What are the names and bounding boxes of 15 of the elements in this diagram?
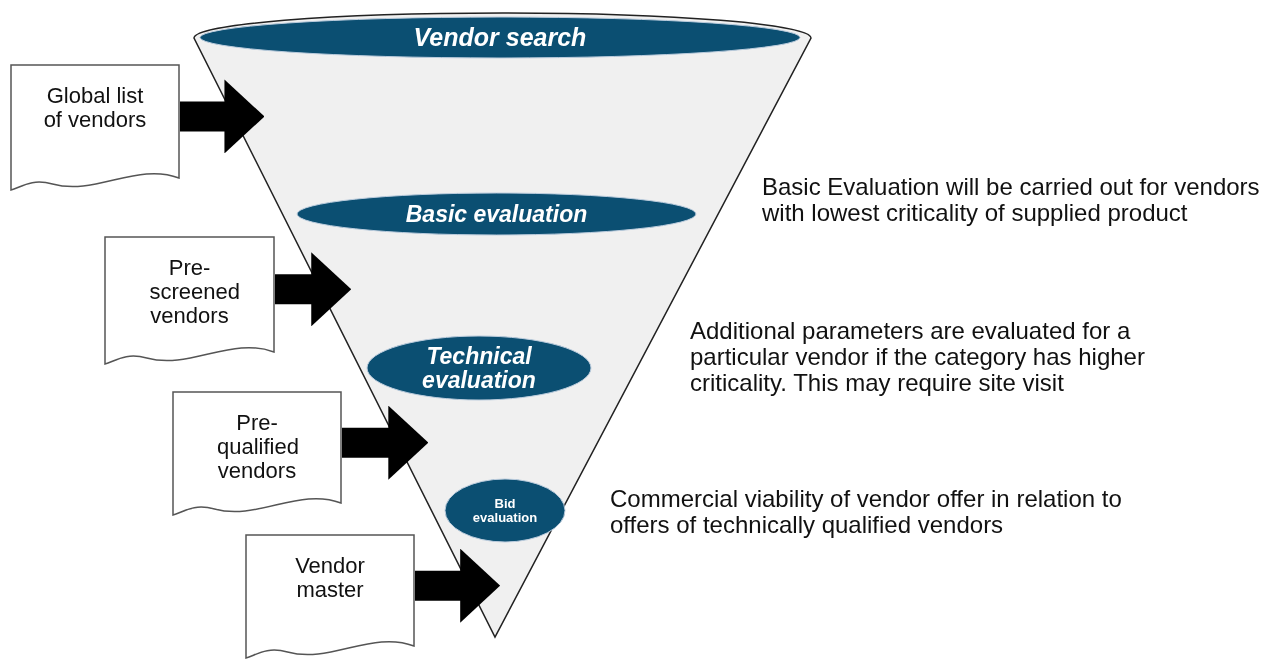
- document-shape: Pre-screened vendors: [104, 236, 275, 366]
- document-shape: Global list of vendors: [10, 64, 180, 192]
- note-text: Commercial viability of vendor offer in relation to offers of technically qualified vendors: [610, 486, 1123, 538]
- stage-ellipse: Basic evaluation: [296, 192, 697, 236]
- document-shape: Vendor master: [245, 534, 415, 659]
- block-arrow: [275, 252, 352, 327]
- document-shape: Pre-qualified vendors: [172, 391, 342, 517]
- stage-ellipse: Bid evaluation: [444, 478, 566, 543]
- block-arrow: [180, 79, 265, 154]
- block-arrow: [342, 405, 429, 480]
- block-arrow: [415, 548, 501, 623]
- note-text: Additional parameters are evaluated for a particular vendor if the category has higher criticality. This may require site visit: [690, 318, 1146, 396]
- note-text: Basic Evaluation will be carried out for vendors with lowest criticality of supplied product: [762, 174, 1261, 226]
- stage-ellipse: Vendor search: [199, 16, 801, 59]
- stage-ellipse: Technical evaluation: [366, 335, 592, 401]
